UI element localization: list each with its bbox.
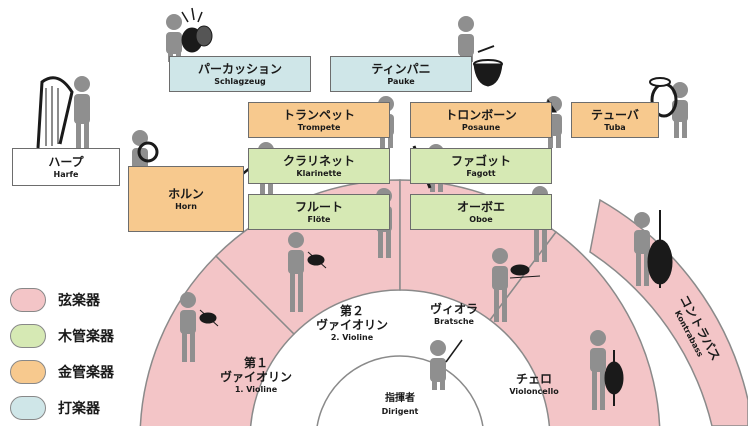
timpani-icon — [473, 45, 503, 87]
fagott-de-label: Fagott — [466, 168, 496, 178]
violoncello-label: チェロ Violoncello — [490, 372, 578, 397]
fagott-jp-label: ファゴット — [450, 153, 511, 168]
posaune-jp-label: トロンボーン — [445, 107, 517, 122]
legend-label: 金管楽器 — [58, 365, 114, 381]
legend-item: 木管楽器 — [10, 324, 114, 348]
viola-icon — [509, 264, 541, 279]
trompete-box: トランペット Trompete — [248, 102, 390, 138]
violine2-de: 2. Violine — [330, 333, 374, 342]
baton-icon — [445, 339, 463, 363]
oboe-jp-label: オーボエ — [456, 199, 505, 214]
horn-box: ホルン Horn — [128, 166, 244, 232]
violine1-jp1: 第１ — [243, 356, 268, 370]
violine2-label: 第２ ヴァイオリン 2. Violine — [304, 304, 400, 343]
legend-item: 打楽器 — [10, 396, 100, 420]
pauke-box: ティンパニ Pauke — [330, 56, 472, 92]
floete-box: フルート Flöte — [248, 194, 390, 230]
figure-violin2 — [288, 232, 304, 312]
tuba-de-label: Tuba — [604, 122, 626, 132]
legend-item: 金管楽器 — [10, 360, 114, 384]
tuba-box: テューバ Tuba — [571, 102, 659, 138]
legend-item: 弦楽器 — [10, 288, 100, 312]
bratsche-label: ヴィオラ Bratsche — [410, 302, 498, 327]
horn-de-label: Horn — [175, 201, 197, 211]
floete-de-label: Flöte — [307, 214, 331, 224]
klarinette-de-label: Klarinette — [296, 168, 342, 178]
figure-percussion — [166, 14, 182, 62]
harfe-jp-label: ハープ — [48, 154, 84, 169]
legend-swatch — [10, 288, 46, 312]
harfe-box: ハープ Harfe — [12, 148, 120, 186]
figure-viola — [492, 248, 508, 322]
klarinette-box: クラリネット Klarinette — [248, 148, 390, 184]
figure-bass — [634, 212, 650, 286]
legend-swatch — [10, 360, 46, 384]
violoncello-jp: チェロ — [515, 372, 552, 386]
figure-violin1 — [180, 292, 196, 362]
tuba-icon — [649, 77, 678, 118]
horn-jp-label: ホルン — [168, 186, 204, 201]
klarinette-jp-label: クラリネット — [282, 153, 355, 168]
trompete-de-label: Trompete — [297, 122, 341, 132]
violine1-label: 第１ ヴァイオリン 1. Violine — [208, 356, 304, 395]
violine2-jp1: 第２ — [339, 304, 364, 318]
violine1-jp2: ヴァイオリン — [219, 370, 292, 384]
cymbals-icon — [181, 7, 213, 53]
cello-icon — [604, 350, 624, 406]
legend-label: 木管楽器 — [58, 329, 114, 345]
floete-jp-label: フルート — [294, 199, 343, 214]
tuba-jp-label: テューバ — [591, 107, 639, 122]
violine2-jp2: ヴァイオリン — [315, 318, 388, 332]
violoncello-de: Violoncello — [509, 387, 559, 396]
violin2-icon — [307, 251, 327, 269]
oboe-de-label: Oboe — [469, 214, 493, 224]
conductor-de: Dirigent — [381, 407, 419, 416]
conductor-jp: 指揮者 — [385, 393, 415, 404]
bratsche-jp: ヴィオラ — [429, 302, 478, 316]
violine1-de: 1. Violine — [234, 385, 278, 394]
posaune-de-label: Posaune — [461, 122, 501, 132]
bratsche-de: Bratsche — [434, 317, 474, 326]
harp-instrument — [36, 76, 74, 149]
posaune-box: トロンボーン Posaune — [410, 102, 552, 138]
pauke-jp-label: ティンパニ — [371, 61, 431, 76]
legend-label: 弦楽器 — [58, 293, 100, 309]
legend-swatch — [10, 324, 46, 348]
instruments — [137, 7, 678, 406]
double-bass-icon — [647, 210, 673, 288]
figure-conductor — [430, 340, 446, 390]
schlagzeug-de-label: Schlagzeug — [214, 76, 266, 86]
pauke-de-label: Pauke — [387, 76, 415, 86]
figure-cello — [590, 330, 606, 410]
harfe-de-label: Harfe — [53, 169, 79, 179]
french-horn-icon — [137, 141, 159, 163]
oboe-box: オーボエ Oboe — [410, 194, 552, 230]
legend-label: 打楽器 — [58, 401, 100, 417]
schlagzeug-jp-label: パーカッション — [197, 61, 282, 76]
trompete-jp-label: トランペット — [282, 107, 355, 122]
schlagzeug-box: パーカッション Schlagzeug — [169, 56, 311, 92]
figure-harp — [74, 76, 90, 148]
legend-swatch — [10, 396, 46, 420]
fagott-box: ファゴット Fagott — [410, 148, 552, 184]
conductor-label: 指揮者 Dirigent — [358, 392, 442, 417]
violin1-icon — [199, 309, 219, 327]
